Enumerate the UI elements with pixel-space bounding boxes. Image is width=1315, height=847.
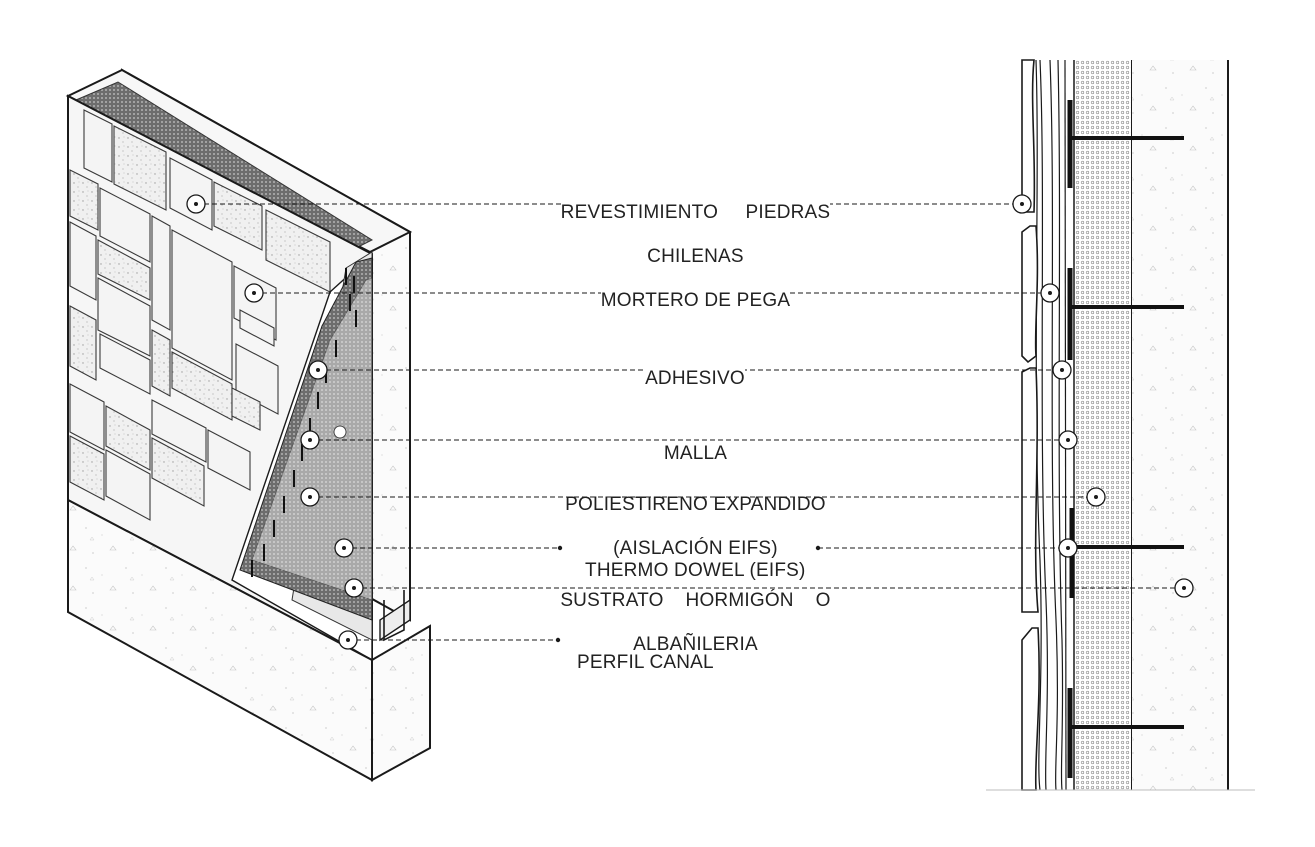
label-poliestireno-line2: (AISLACIÓN EIFS)	[613, 538, 778, 560]
label-adhesivo-text: ADHESIVO	[645, 368, 745, 389]
label-sustrato: SUSTRATO HORMIGÓN O ALBAÑILERIA	[500, 568, 880, 656]
label-revestimiento-line2: CHILENAS	[647, 246, 744, 268]
label-perfil-canal-text: PERFIL CANAL	[576, 652, 714, 673]
wall-section	[986, 59, 1255, 791]
label-malla: MALLA	[500, 421, 880, 465]
label-mortero-text: MORTERO DE PEGA	[600, 290, 791, 311]
label-malla-text: MALLA	[663, 443, 728, 464]
label-revestimiento-line1: REVESTIMIENTO PIEDRAS	[560, 202, 831, 224]
label-poliestireno: POLIESTIRENO EXPANDIDO (AISLACIÓN EIFS)	[500, 472, 880, 560]
label-perfil-canal: PERFIL CANAL	[566, 630, 714, 674]
label-poliestireno-line1: POLIESTIRENO EXPANDIDO	[565, 494, 826, 515]
label-thermo-dowel-text: THERMO DOWEL (EIFS)	[585, 560, 806, 581]
label-thermo-dowel: THERMO DOWEL (EIFS)	[500, 538, 880, 582]
label-adhesivo: ADHESIVO	[500, 346, 880, 390]
label-revestimiento: REVESTIMIENTO PIEDRAS CHILENAS	[500, 180, 880, 268]
axonometric-wall	[65, 68, 431, 782]
label-sustrato-line2: ALBAÑILERIA	[633, 634, 758, 656]
label-mortero: MORTERO DE PEGA	[500, 268, 880, 312]
label-sustrato-line1: SUSTRATO HORMIGÓN O	[560, 590, 831, 611]
